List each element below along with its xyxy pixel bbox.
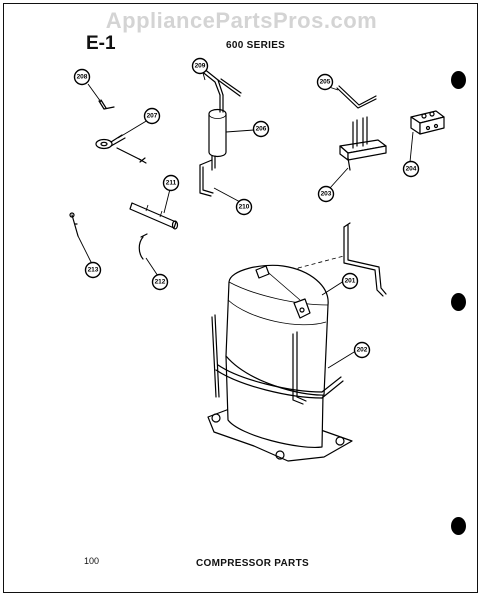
callout-201-label: 201	[345, 278, 356, 285]
part-212-hook	[138, 233, 148, 260]
callout-210-label: 210	[239, 204, 250, 211]
part-206-drier-tube	[199, 67, 242, 197]
part-211-bar	[129, 202, 179, 230]
compressor-body	[207, 264, 353, 462]
section-code: E-1	[86, 33, 116, 54]
callout-201: 201	[341, 272, 359, 290]
binder-hole-middle	[451, 293, 466, 311]
callout-208: 208	[73, 68, 91, 86]
callout-207: 207	[143, 107, 161, 125]
callout-206: 206	[252, 120, 270, 138]
callout-208-label: 208	[77, 74, 88, 81]
callout-207-label: 207	[147, 113, 158, 120]
part-213-pin	[69, 212, 79, 237]
page-border	[3, 3, 478, 593]
watermark: AppliancePartsPros.com	[105, 8, 378, 33]
part-205-l-rod	[336, 85, 377, 109]
callout-212-label: 212	[155, 279, 166, 286]
callout-212: 212	[151, 273, 169, 291]
series-title: 600 SERIES	[226, 40, 286, 51]
binder-hole-top	[451, 71, 466, 89]
callout-209: 209	[191, 57, 209, 75]
part-204-terminal-block	[410, 110, 445, 135]
callout-210: 210	[235, 198, 253, 216]
callout-205-label: 205	[320, 79, 331, 86]
callout-206-label: 206	[256, 126, 267, 133]
callout-209-label: 209	[195, 63, 206, 70]
part-203-fitting	[339, 116, 387, 171]
part-207-grommet	[95, 134, 147, 164]
callout-213-label: 213	[88, 267, 99, 274]
callout-205: 205	[316, 73, 334, 91]
callout-211: 211	[162, 174, 180, 192]
callout-213: 213	[84, 261, 102, 279]
callout-211-label: 211	[166, 180, 177, 187]
footer-title: COMPRESSOR PARTS	[196, 558, 309, 569]
part-208-clip	[98, 99, 115, 110]
callout-204-label: 204	[406, 166, 417, 173]
callout-202: 202	[353, 341, 371, 359]
callout-203: 203	[317, 185, 335, 203]
callout-202-label: 202	[357, 347, 368, 354]
binder-hole-bottom	[451, 517, 466, 535]
callout-203-label: 203	[321, 191, 332, 198]
page-number: 100	[84, 556, 100, 566]
callout-204: 204	[402, 160, 420, 178]
